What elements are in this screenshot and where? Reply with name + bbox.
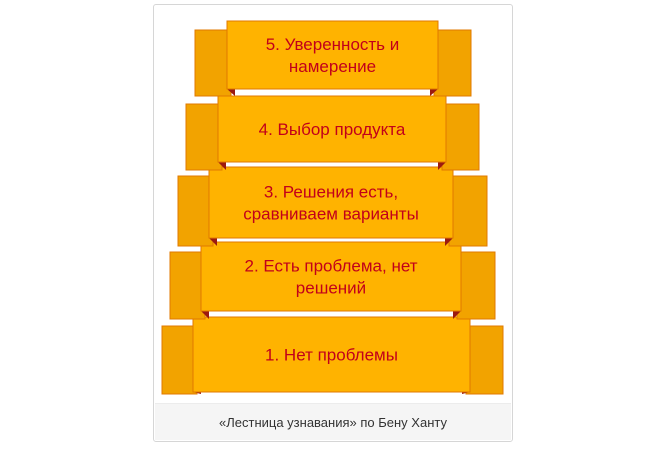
step-label-line2: решений xyxy=(296,279,366,298)
ladder-step-3: 3. Решения есть, сравниваем варианты xyxy=(177,166,488,247)
ribbon-right-wing xyxy=(441,103,480,171)
ribbon-left-wing xyxy=(194,29,232,97)
step-label-line1: 1. Нет проблемы xyxy=(265,346,398,365)
ribbon-band xyxy=(226,20,439,90)
figure-caption: «Лестница узнавания» по Бену Ханту xyxy=(155,403,511,440)
ribbon-band xyxy=(217,95,447,163)
ribbon-right-wing xyxy=(465,325,504,395)
ribbon-left-fold xyxy=(227,89,235,96)
ladder-step-4: 4. Выбор продукта xyxy=(185,95,480,171)
ribbon-left-fold xyxy=(218,162,226,170)
step-label-line1: 2. Есть проблема, нет xyxy=(244,257,417,276)
ribbon-left-wing xyxy=(177,175,214,247)
step-label-line2: сравниваем варианты xyxy=(243,205,419,224)
ribbon-right-wing xyxy=(448,175,488,247)
step-label-line2: намерение xyxy=(289,57,376,76)
ribbons-layer: 1. Нет проблемы 2. Есть проблема, нет реше… xyxy=(161,20,504,395)
ribbon-band xyxy=(208,166,454,239)
ribbon-right-fold xyxy=(453,311,461,319)
step-label-line1: 4. Выбор продукта xyxy=(259,120,406,139)
ladder-step-5: 5. Уверенность и намерение xyxy=(194,20,472,97)
ribbon-left-wing xyxy=(185,103,223,171)
step-label-line1: 3. Решения есть, xyxy=(264,183,398,202)
ribbon-band xyxy=(200,241,462,312)
ribbon-right-fold xyxy=(438,162,446,170)
ribbon-band xyxy=(192,316,471,393)
ribbon-left-wing xyxy=(161,325,198,395)
ribbon-right-fold xyxy=(430,89,438,96)
step-label-line1: 5. Уверенность и xyxy=(266,35,400,54)
ribbon-left-wing xyxy=(169,251,206,320)
ribbon-right-wing xyxy=(433,29,472,97)
ribbon-left-fold xyxy=(201,311,209,319)
ribbon-right-fold xyxy=(445,238,453,246)
ladder-step-2: 2. Есть проблема, нет решений xyxy=(169,241,496,320)
ladder-step-1: 1. Нет проблемы xyxy=(161,316,504,395)
ribbon-left-fold xyxy=(209,238,217,246)
ribbon-right-wing xyxy=(456,251,496,320)
